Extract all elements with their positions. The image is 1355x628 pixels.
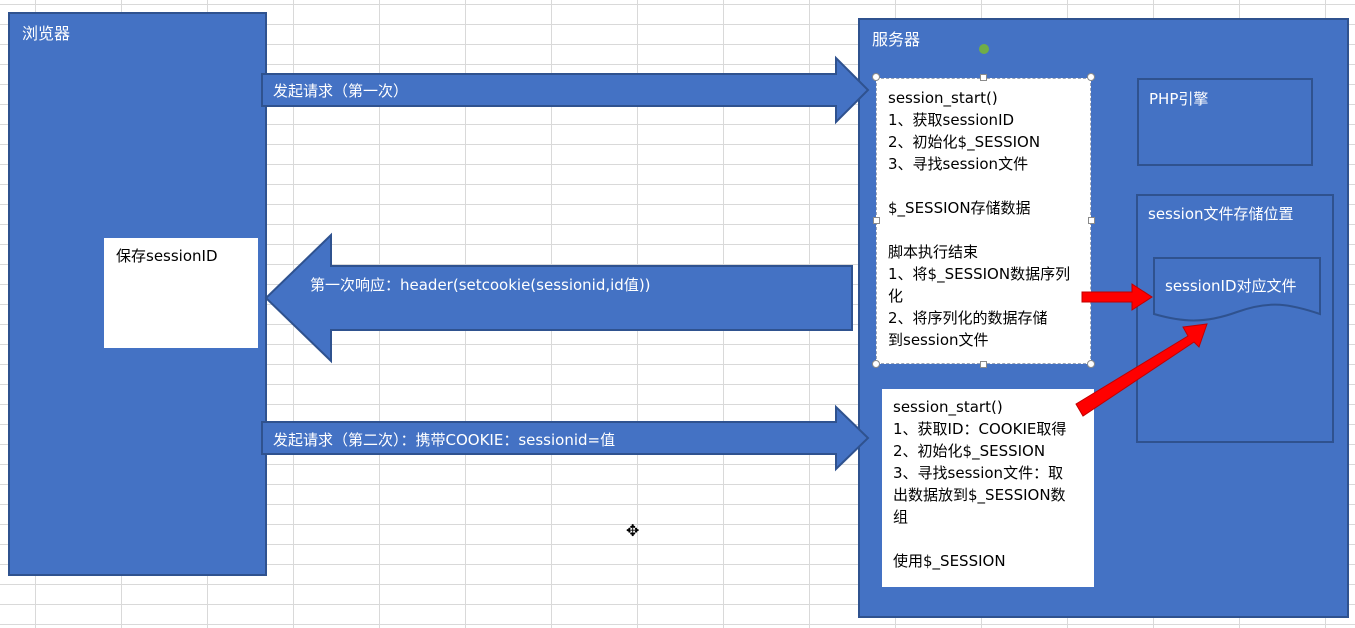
second-box-line: session_start() (893, 398, 1003, 416)
resize-handle-nw[interactable] (872, 73, 880, 81)
session-storage-label: session文件存储位置 (1148, 205, 1294, 223)
second-box-line: 1、获取ID：COOKIE取得 (893, 420, 1067, 438)
browser-label: 浏览器 (22, 24, 71, 43)
server-label: 服务器 (872, 30, 921, 49)
resize-handle-se[interactable] (1087, 360, 1095, 368)
php-engine-label: PHP引擎 (1149, 90, 1209, 108)
save-sessionid-text: 保存sessionID (116, 247, 218, 265)
resize-handle-e[interactable] (1088, 217, 1095, 224)
second-box-line: 出数据放到$_SESSION数 (893, 486, 1066, 504)
second-box-line: 使用$_SESSION (893, 552, 1006, 570)
first-box-line: $_SESSION存储数据 (888, 199, 1031, 217)
first-box-line: 2、初始化$_SESSION (888, 133, 1041, 151)
red-arrow-serialize (1081, 283, 1153, 311)
php-engine-box[interactable]: PHP引擎 (1137, 78, 1313, 166)
request2-arrow (261, 404, 870, 472)
session-file-doc-shape (1153, 257, 1321, 322)
first-box-line: 1、获取sessionID (888, 111, 1015, 129)
second-session-box[interactable]: session_start() 1、获取ID：COOKIE取得 2、初始化$_S… (882, 389, 1094, 587)
second-box-line: 组 (893, 508, 909, 526)
second-box-line: 3、寻找session文件：取 (893, 464, 1064, 482)
red-arrow-read (1075, 323, 1208, 417)
session-storage-box[interactable]: session文件存储位置 (1136, 194, 1334, 443)
move-cursor-icon: ✥ (626, 521, 640, 540)
request2-label: 发起请求（第二次）：携带COOKIE：sessionid=值 (273, 431, 616, 449)
first-box-line: 脚本执行结束 (888, 243, 979, 261)
first-box-line: 3、寻找session文件 (888, 155, 1029, 173)
first-session-box[interactable]: session_start() 1、获取sessionID 2、初始化$_SES… (876, 78, 1091, 364)
first-box-line: 到session文件 (888, 331, 989, 349)
response1-label: 第一次响应：header(setcookie(sessionid,id值)) (310, 276, 651, 294)
resize-handle-s[interactable] (980, 361, 987, 368)
first-box-line: 2、将序列化的数据存储 (888, 309, 1048, 327)
first-box-line: 化 (888, 287, 904, 305)
rotate-handle[interactable] (979, 44, 989, 54)
resize-handle-w[interactable] (873, 217, 880, 224)
request1-label: 发起请求（第一次） (273, 82, 409, 100)
first-box-line: session_start() (888, 89, 998, 107)
request1-arrow (261, 55, 870, 125)
resize-handle-n[interactable] (980, 74, 987, 81)
session-file-label: sessionID对应文件 (1165, 277, 1297, 295)
response1-arrow (264, 232, 853, 364)
resize-handle-ne[interactable] (1087, 73, 1095, 81)
first-box-line: 1、将$_SESSION数据序列 (888, 265, 1071, 283)
second-box-line: 2、初始化$_SESSION (893, 442, 1046, 460)
save-sessionid-box[interactable]: 保存sessionID (104, 238, 258, 348)
resize-handle-sw[interactable] (872, 360, 880, 368)
